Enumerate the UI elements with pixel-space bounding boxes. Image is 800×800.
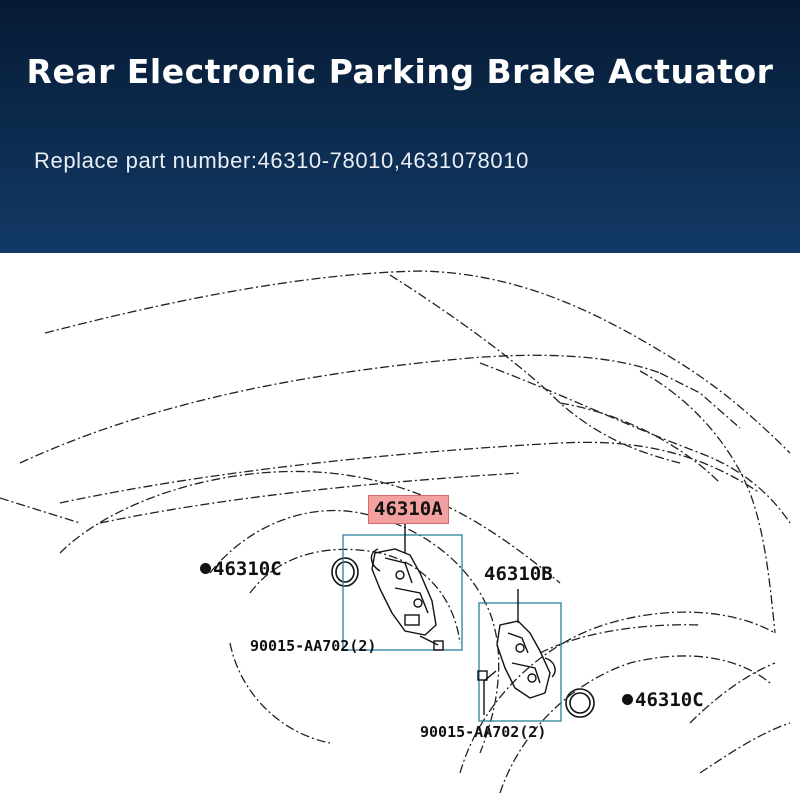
frame-actuator-right — [478, 602, 562, 722]
marker-dot-icon — [200, 563, 211, 574]
label-46310A: 46310A — [374, 498, 443, 520]
header-banner: Rear Electronic Parking Brake Actuator R… — [0, 0, 800, 253]
callout-46310A: 46310A — [368, 495, 449, 524]
frame-actuator-left — [342, 534, 463, 651]
actuator-right-drawing — [496, 589, 556, 699]
label-bolt-left: 90015-AA702(2) — [250, 637, 377, 655]
parts-diagram: 46310A 46310B 46310C 46310C 90015-AA702(… — [0, 253, 800, 800]
actuator-left-drawing — [370, 523, 437, 636]
callout-46310B: 46310B — [484, 565, 553, 584]
vehicle-outline-drawing — [0, 270, 791, 794]
bolt-right — [477, 670, 497, 715]
vehicle-body-lines — [0, 270, 791, 794]
seal-ring-right — [565, 688, 595, 718]
callout-seal-right: 46310C — [622, 691, 704, 710]
label-seal-left: 46310C — [213, 558, 282, 580]
callout-seal-left: 46310C — [200, 560, 282, 579]
callout-bolt-right: 90015-AA702(2) — [420, 725, 546, 740]
label-seal-right: 46310C — [635, 689, 704, 711]
part-number-text: Replace part number:46310-78010,46310780… — [34, 148, 529, 173]
marker-dot-icon — [622, 694, 633, 705]
bolt-left — [419, 635, 444, 651]
callout-bolt-left: 90015-AA702(2) — [250, 639, 376, 654]
label-46310B: 46310B — [484, 563, 553, 585]
page-title: Rear Electronic Parking Brake Actuator — [26, 52, 774, 91]
label-bolt-right: 90015-AA702(2) — [420, 723, 547, 741]
seal-ring-left — [331, 557, 359, 587]
